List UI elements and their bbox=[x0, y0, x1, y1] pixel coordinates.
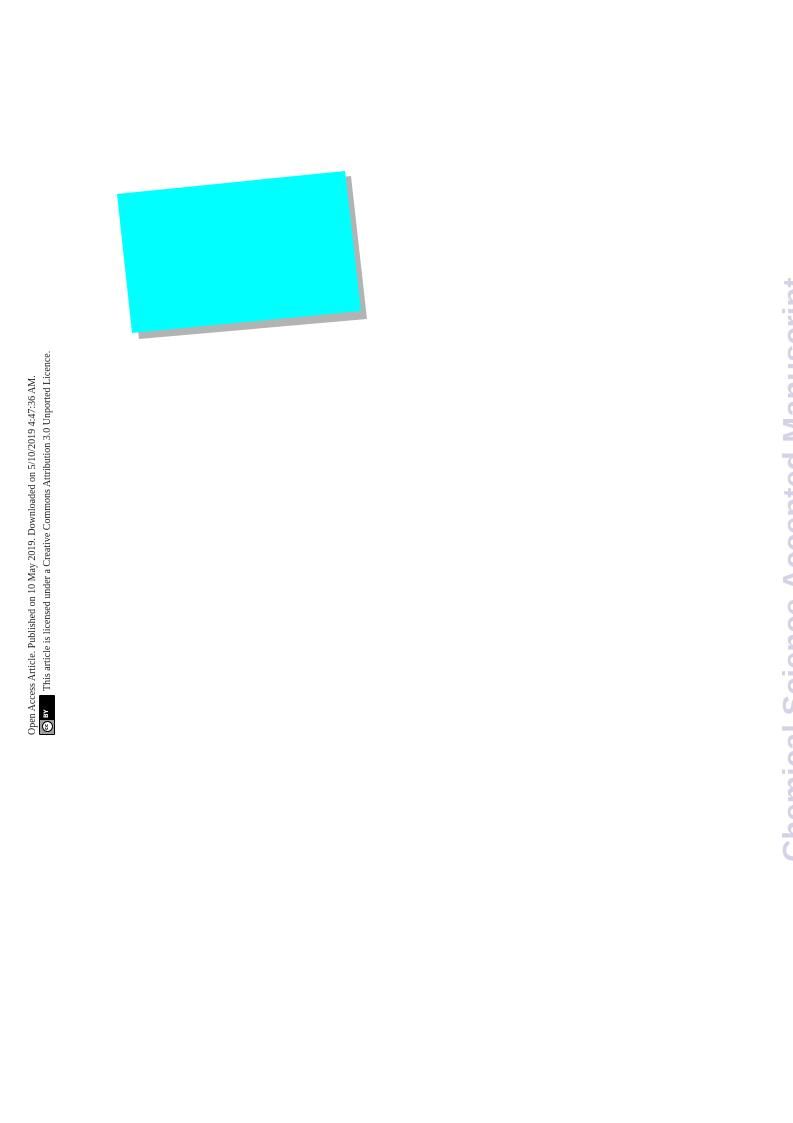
license-row: cc BY This article is licensed under a C… bbox=[39, 275, 55, 735]
figure-cyan-rectangle bbox=[117, 171, 361, 333]
figure-panel bbox=[117, 171, 367, 339]
license-statement-line: This article is licensed under a Creativ… bbox=[41, 350, 53, 691]
cc-by-license-badge[interactable]: cc BY bbox=[39, 695, 55, 735]
cc-logo-text: cc bbox=[41, 721, 53, 733]
by-attribution-label: BY bbox=[43, 709, 50, 718]
open-access-statement: Open Access Article. Published on 10 May… bbox=[26, 275, 58, 735]
figure-graphic bbox=[117, 171, 367, 339]
open-access-publication-line: Open Access Article. Published on 10 May… bbox=[27, 375, 38, 735]
creative-commons-icon: cc bbox=[40, 720, 54, 734]
accepted-manuscript-watermark: Chemical Science Accepted Manuscript bbox=[776, 277, 793, 862]
